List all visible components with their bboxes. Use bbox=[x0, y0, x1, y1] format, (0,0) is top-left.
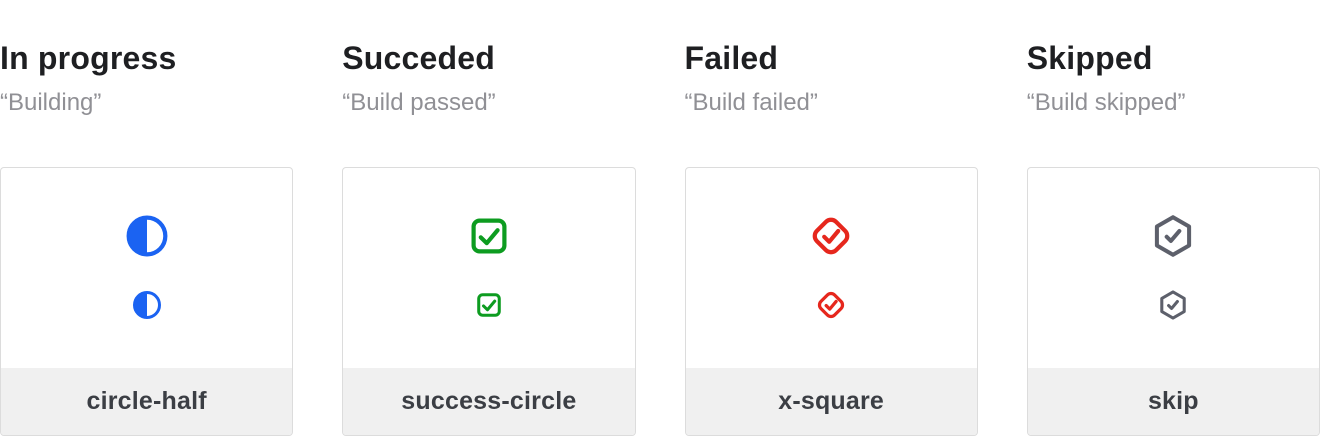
circle-half-icon bbox=[132, 288, 162, 322]
check-square-icon bbox=[475, 288, 503, 322]
status-quote: “Build failed” bbox=[684, 89, 818, 116]
status-title: In progress bbox=[0, 40, 177, 76]
status-title: Skipped bbox=[1026, 40, 1153, 76]
icon-card: success-circle bbox=[342, 167, 636, 436]
circle-half-icon bbox=[125, 212, 169, 260]
check-hexagon-icon bbox=[1157, 288, 1189, 322]
status-column-skipped: Skipped “Build skipped” skip bbox=[1026, 0, 1320, 436]
icon-card-body bbox=[343, 168, 634, 368]
status-quote: “Build skipped” bbox=[1026, 89, 1186, 116]
column-header: Failed “Build failed” bbox=[685, 0, 978, 167]
status-title: Failed bbox=[684, 40, 779, 76]
icon-card: x-square bbox=[684, 167, 978, 436]
icon-card-body bbox=[1, 168, 292, 368]
status-column-failed: Failed “Build failed” x-square bbox=[684, 0, 978, 436]
status-column-in-progress: In progress “Building” circle-ha bbox=[0, 0, 294, 436]
icon-name-label: circle-half bbox=[1, 368, 293, 435]
icon-name-label: skip bbox=[1027, 368, 1319, 435]
column-header: Succeded “Build passed” bbox=[342, 0, 635, 167]
status-quote: “Build passed” bbox=[342, 89, 496, 116]
check-diamond-icon bbox=[807, 212, 855, 260]
icon-card-body bbox=[1028, 168, 1319, 368]
column-header: In progress “Building” bbox=[0, 0, 293, 167]
icon-name-label: success-circle bbox=[343, 368, 635, 435]
icon-card: skip bbox=[1026, 167, 1320, 436]
check-hexagon-icon bbox=[1150, 212, 1196, 260]
icon-name-label: x-square bbox=[685, 368, 977, 435]
check-square-icon bbox=[468, 212, 510, 260]
status-column-succeeded: Succeded “Build passed” success- bbox=[342, 0, 636, 436]
icon-card: circle-half bbox=[0, 167, 294, 436]
icon-card-body bbox=[686, 168, 977, 368]
column-header: Skipped “Build skipped” bbox=[1027, 0, 1320, 167]
check-diamond-icon bbox=[814, 288, 848, 322]
status-title: Succeded bbox=[342, 40, 496, 76]
status-quote: “Building” bbox=[0, 89, 102, 116]
